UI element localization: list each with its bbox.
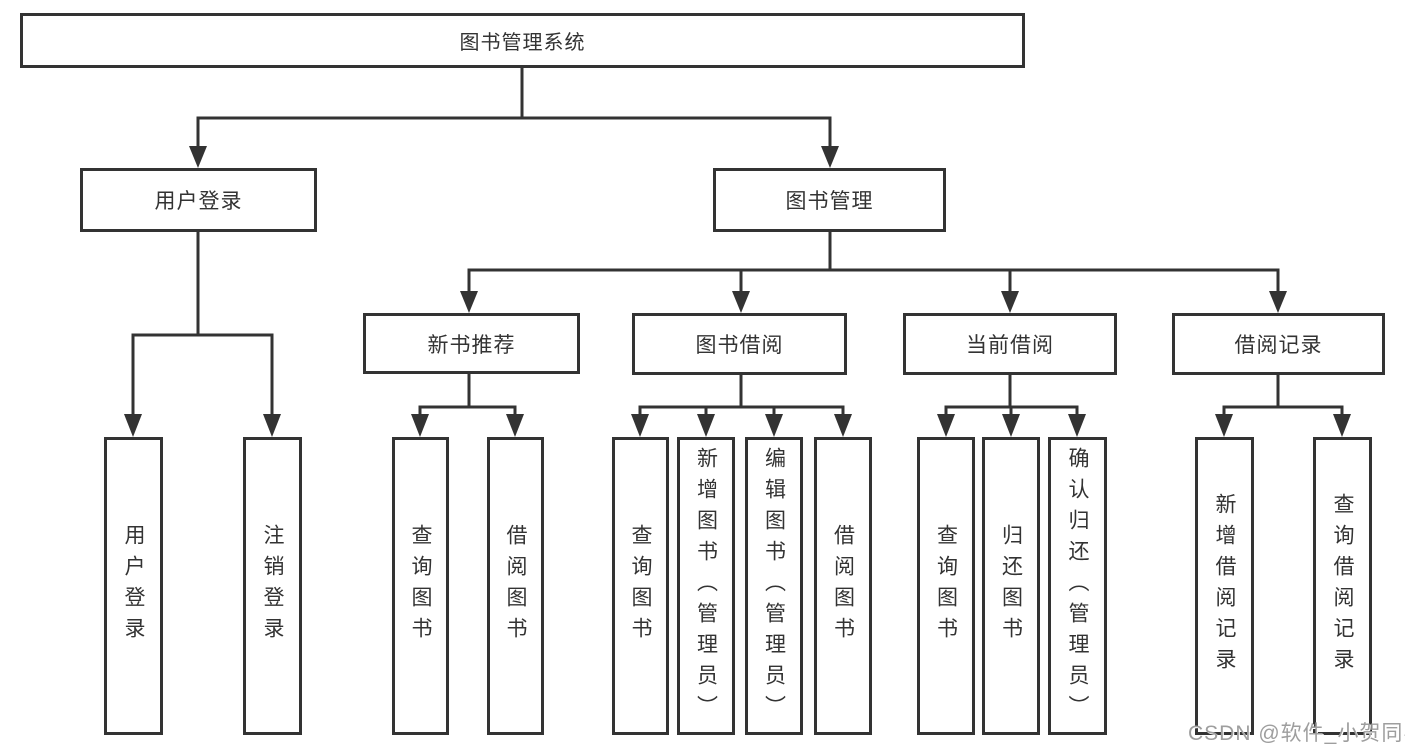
leaf-return-books-label: 归还图书 <box>999 524 1023 648</box>
leaf-user-login: 用户登录 <box>104 437 163 735</box>
node-new-book-recommend: 新书推荐 <box>363 313 580 374</box>
node-user-login: 用户登录 <box>80 168 317 232</box>
node-book-management-label: 图书管理 <box>785 190 874 213</box>
leaf-confirm-return-admin-label: 确认归还（管理员） <box>1066 446 1089 726</box>
leaf-current-query-books-label: 查询图书 <box>934 524 958 648</box>
leaf-add-borrow-record: 新增借阅记录 <box>1195 437 1254 735</box>
leaf-borrowing-borrow-books: 借阅图书 <box>814 437 872 735</box>
leaf-return-books: 归还图书 <box>982 437 1040 735</box>
node-borrowing-records-label: 借阅记录 <box>1234 334 1323 357</box>
leaf-user-login-label: 用户登录 <box>122 524 145 648</box>
leaf-borrowing-query-books-label: 查询图书 <box>629 524 652 648</box>
leaf-recommend-query-books: 查询图书 <box>392 437 449 735</box>
leaf-query-borrow-record: 查询借阅记录 <box>1313 437 1372 735</box>
leaf-edit-books-admin: 编辑图书（管理员） <box>745 437 803 735</box>
leaf-add-books-admin: 新增图书（管理员） <box>677 437 735 735</box>
node-book-borrowing: 图书借阅 <box>632 313 847 375</box>
leaf-edit-books-admin-label: 编辑图书（管理员） <box>762 446 786 726</box>
node-current-borrowing-label: 当前借阅 <box>966 334 1054 357</box>
node-book-borrowing-label: 图书借阅 <box>695 334 784 357</box>
node-user-login-label: 用户登录 <box>154 190 243 213</box>
node-borrowing-records: 借阅记录 <box>1172 313 1385 375</box>
leaf-logout-label: 注销登录 <box>261 524 284 648</box>
node-root-label: 图书管理系统 <box>459 32 586 54</box>
leaf-borrowing-query-books: 查询图书 <box>612 437 669 735</box>
leaf-add-books-admin-label: 新增图书（管理员） <box>694 446 718 726</box>
leaf-logout: 注销登录 <box>243 437 302 735</box>
node-current-borrowing: 当前借阅 <box>903 313 1117 375</box>
leaf-recommend-borrow-books-label: 借阅图书 <box>504 524 527 648</box>
leaf-recommend-query-books-label: 查询图书 <box>409 524 432 648</box>
csdn-watermark: CSDN @软件_小贺同学 <box>1188 722 1405 745</box>
leaf-query-borrow-record-label: 查询借阅记录 <box>1331 493 1354 679</box>
node-root: 图书管理系统 <box>20 13 1025 68</box>
leaf-add-borrow-record-label: 新增借阅记录 <box>1213 493 1236 679</box>
leaf-confirm-return-admin: 确认归还（管理员） <box>1048 437 1107 735</box>
node-new-book-recommend-label: 新书推荐 <box>427 333 516 357</box>
leaf-recommend-borrow-books: 借阅图书 <box>487 437 544 735</box>
leaf-borrowing-borrow-books-label: 借阅图书 <box>831 524 855 648</box>
node-book-management: 图书管理 <box>713 168 946 232</box>
leaf-current-query-books: 查询图书 <box>917 437 975 735</box>
arrowheads <box>124 146 1351 437</box>
